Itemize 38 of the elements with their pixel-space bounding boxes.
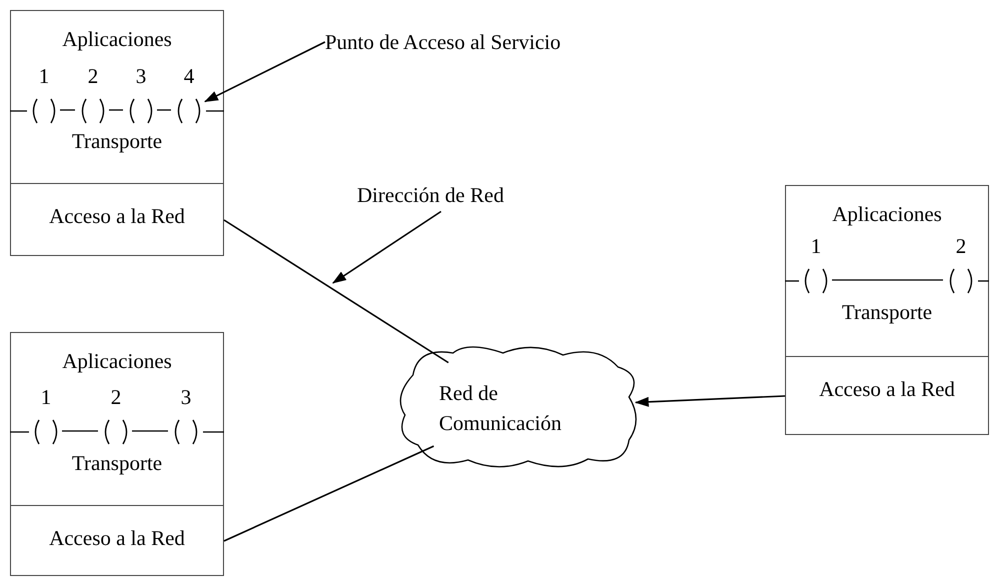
bus-line (62, 430, 98, 432)
bus-line (60, 109, 75, 111)
port-number: 2 (956, 236, 966, 257)
layer-box (10, 332, 224, 506)
layer-box (10, 183, 224, 256)
layer-box (10, 505, 224, 576)
layer-box (10, 10, 224, 184)
bus-line (109, 109, 123, 111)
port-number: 3 (180, 387, 192, 408)
bus-line (832, 279, 943, 281)
layer-box (785, 356, 989, 435)
leader-arrow (332, 210, 442, 284)
port-number: 4 (184, 66, 194, 87)
port-number: 2 (88, 66, 98, 87)
layer-label: Aplicaciones (62, 29, 172, 50)
port-number: 3 (136, 66, 146, 87)
port-number: 1 (40, 387, 52, 408)
callout-text: Punto de Acceso al Servicio (325, 32, 561, 52)
layer-label: Transporte (72, 453, 162, 474)
layer-label: Aplicaciones (62, 351, 172, 372)
port-number: 1 (810, 236, 822, 257)
layer-label: Transporte (842, 302, 932, 323)
port-number: 2 (110, 387, 122, 408)
link-line (224, 445, 434, 542)
link-line (224, 219, 449, 364)
port-number: 1 (38, 66, 50, 87)
layer-box (785, 185, 989, 357)
layer-label: Acceso a la Red (819, 379, 955, 403)
layer-label: Transporte (72, 131, 162, 152)
layer-label: Acceso a la Red (49, 206, 185, 230)
bus-line (132, 430, 168, 432)
layer-label: Aplicaciones (832, 204, 942, 225)
leader-arrow (204, 41, 326, 102)
link-line (634, 395, 786, 407)
cloud-label: Red de Comunicación (439, 380, 562, 436)
bus-line (157, 109, 171, 111)
callout-text: Dirección de Red (357, 184, 504, 206)
layer-label: Acceso a la Red (49, 528, 185, 552)
